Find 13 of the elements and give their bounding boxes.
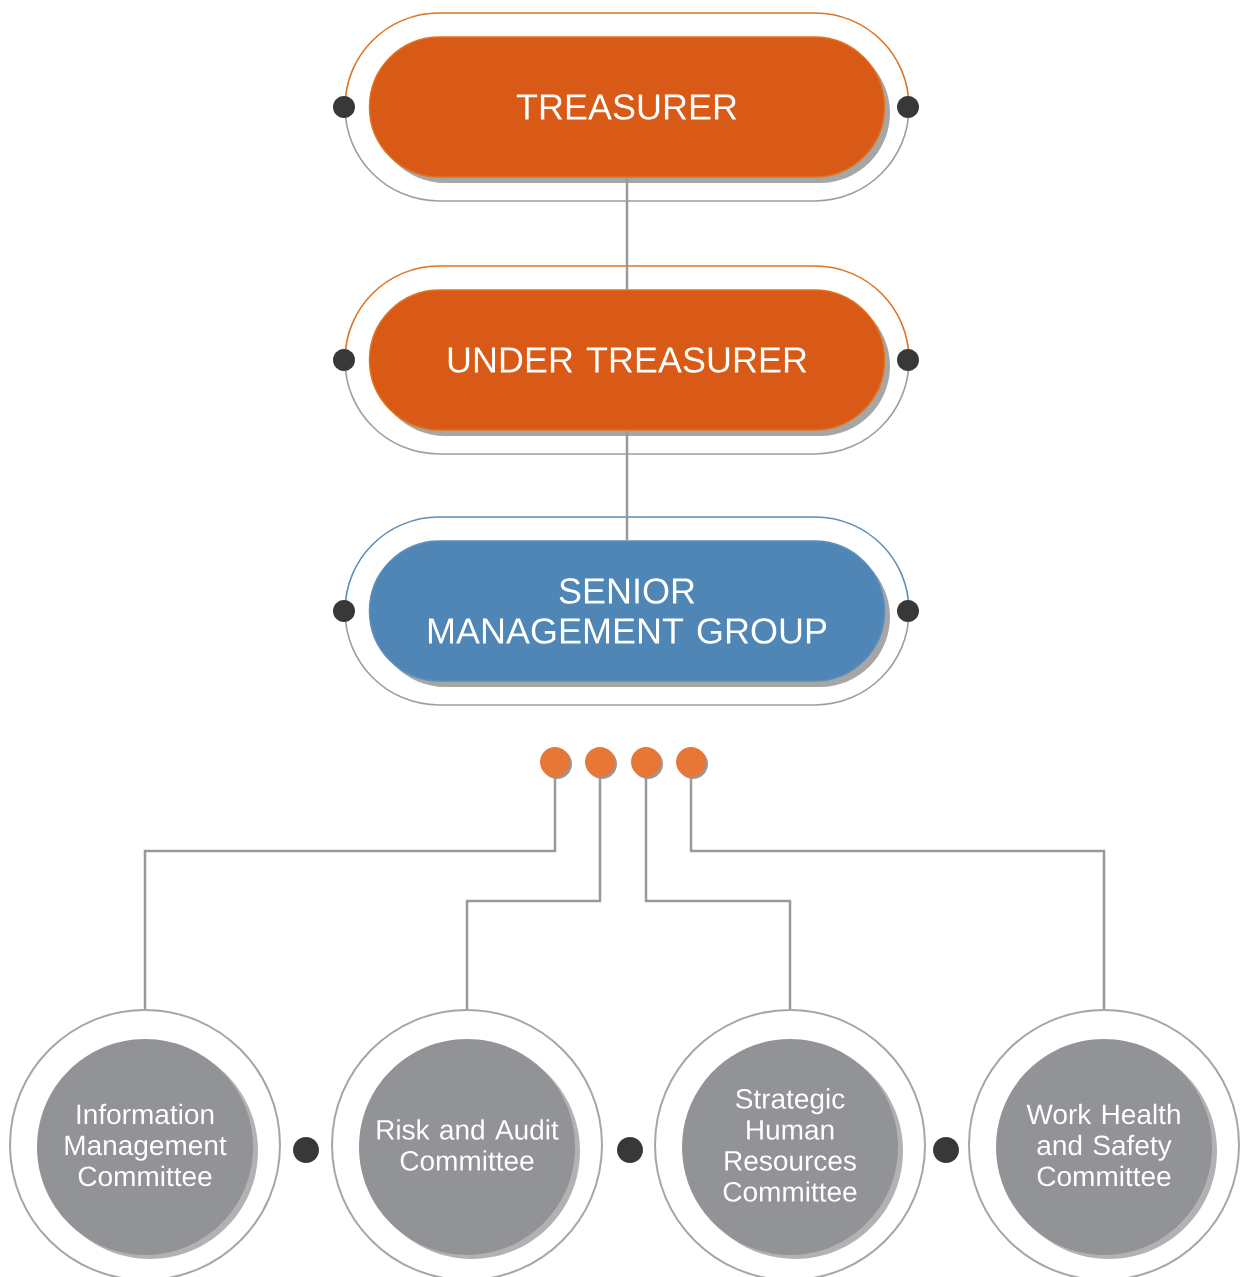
junction-dot [585,747,617,779]
connector-line [465,777,602,1009]
junction-dot [540,747,572,779]
connector-line [689,777,1106,1009]
junction-dot [676,747,708,779]
connector-line [143,777,557,1009]
title-pill: UNDER TREASURER [368,289,890,436]
connector-line [625,430,629,541]
junction-dot [631,747,663,779]
connector-line [644,777,792,1009]
title-pill: TREASURER [368,36,890,183]
connector-line [625,177,629,290]
title-pill: SENIOR MANAGEMENT GROUP [368,540,890,687]
